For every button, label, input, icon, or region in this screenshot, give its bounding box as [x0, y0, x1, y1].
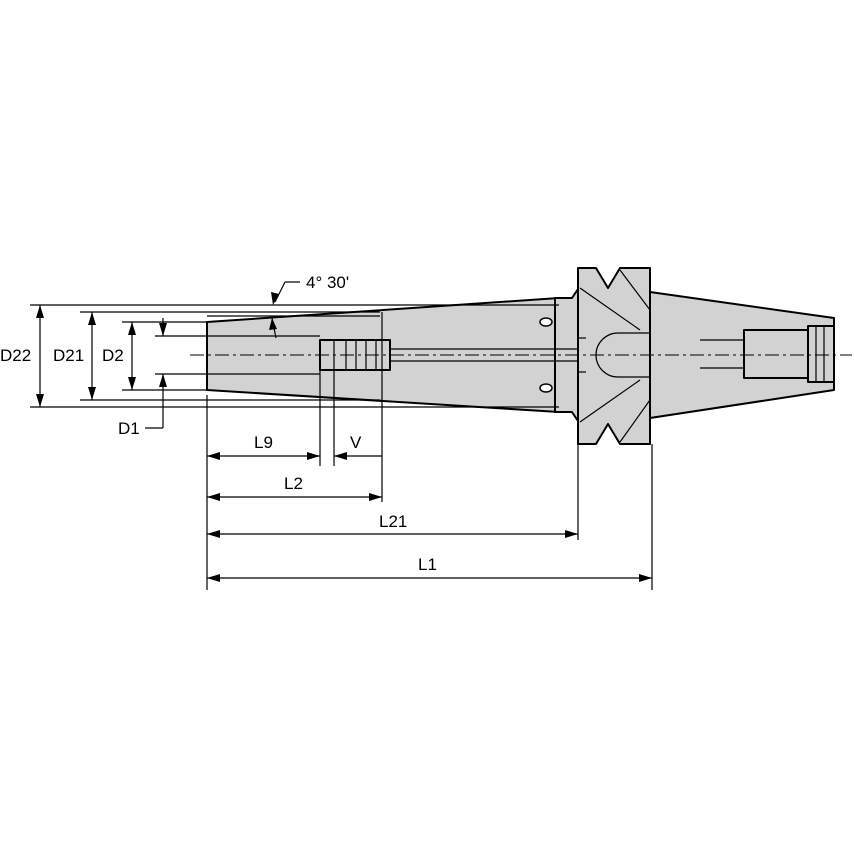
l21-label: L21	[379, 512, 407, 531]
v-label: V	[350, 433, 362, 452]
v-flange	[577, 267, 651, 445]
knob-collar	[807, 325, 835, 383]
angle-label: 4° 30'	[306, 273, 349, 292]
balance-hole-top	[539, 317, 553, 327]
l2-label: L2	[284, 474, 303, 493]
d2-label: D2	[102, 346, 124, 365]
l9-label: L9	[254, 433, 273, 452]
stop-screw	[319, 339, 391, 371]
balance-hole-bottom	[539, 383, 553, 393]
length-dimensions	[206, 312, 653, 590]
diameter-dimensions	[30, 304, 559, 429]
d22-label: D22	[0, 346, 31, 365]
internal-features	[207, 269, 825, 443]
d21-label: D21	[53, 346, 84, 365]
holder-body	[206, 267, 835, 445]
l1-label: L1	[418, 555, 437, 574]
d1-label: D1	[118, 419, 140, 438]
taper-angle-callout	[207, 281, 380, 339]
retention-knob	[743, 329, 811, 379]
